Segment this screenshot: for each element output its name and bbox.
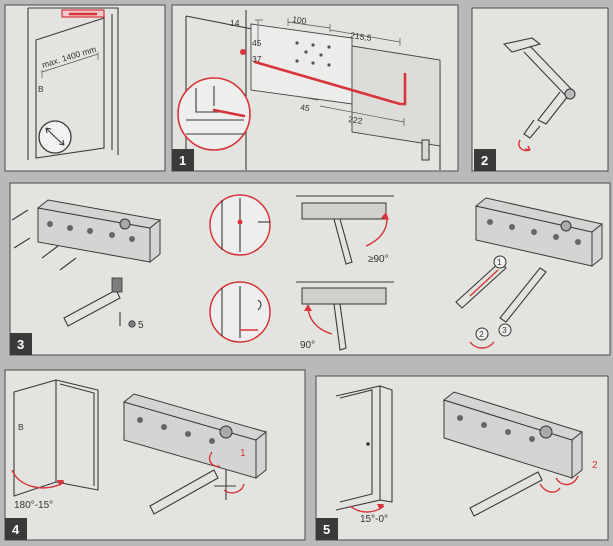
circle-label-1: 1	[497, 257, 502, 267]
circle-label-2: 2	[479, 329, 484, 339]
angle-top-label: ≥90°	[368, 254, 389, 265]
screw-icon	[128, 320, 136, 328]
panel-4-adjust-open: B 180°-15° 1 4	[4, 369, 306, 541]
step-number-5: 5	[323, 522, 330, 537]
circle-label-3: 3	[502, 325, 507, 335]
dim-215: 215,5	[350, 30, 373, 43]
mark-2: 2	[592, 460, 598, 471]
step-number-2: 2	[481, 153, 488, 168]
hinge-mark-icon: B	[18, 422, 24, 432]
dim-14: 14	[230, 18, 240, 28]
panel-5-adjust-close: 15°-0° 2 5	[315, 375, 609, 541]
panel-2-arm: 2	[471, 7, 609, 172]
angle-15-0: 15°-0°	[360, 514, 388, 525]
dim-100: 100	[292, 14, 308, 26]
dim-45b: 45	[300, 102, 311, 113]
angle-180-15: 180°-15°	[14, 500, 53, 511]
panel-3-mounting: 5 ≥90° 90° 1	[9, 182, 611, 356]
step-number-4: 4	[12, 522, 20, 537]
angle-bottom-label: 90°	[300, 340, 315, 351]
dim-45a: 45	[252, 38, 262, 48]
step-number-3: 3	[17, 337, 24, 352]
dim-37: 37	[252, 54, 262, 64]
hinge-mark-icon: B	[38, 84, 44, 94]
panel-1-template: 14 45 37 100 215,5 45 222 1	[171, 4, 459, 172]
screw-count: 5	[138, 320, 144, 331]
step-number-1: 1	[179, 153, 186, 168]
panel-0-door-height: max. 1400 mm B	[4, 4, 166, 172]
mark-1: 1	[240, 448, 246, 459]
dim-222: 222	[348, 114, 364, 126]
